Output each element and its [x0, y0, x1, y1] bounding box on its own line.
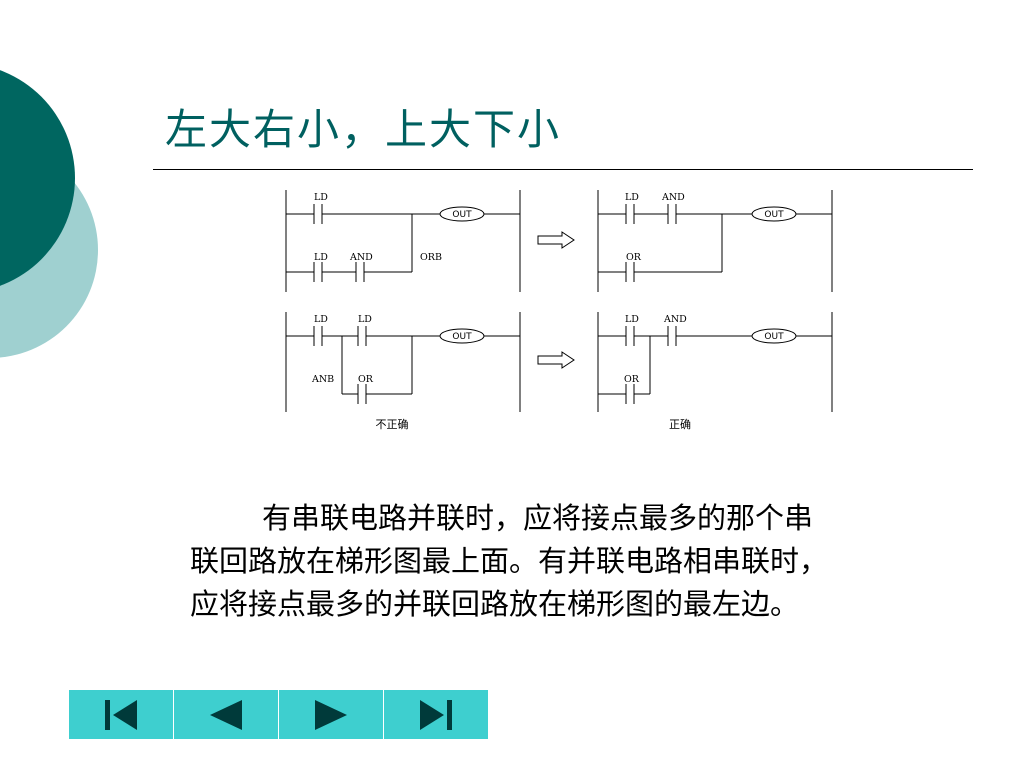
label-out: OUT: [764, 332, 784, 342]
previous-icon: [210, 699, 242, 730]
slide-navigation: [69, 690, 488, 739]
label-out: OUT: [764, 210, 784, 220]
label-ld: LD: [314, 192, 328, 203]
diagram-bottom-left: LD LD ANB OR OUT 不正确: [285, 312, 521, 431]
label-orb: ORB: [420, 252, 442, 263]
body-line-2: 联回路放在梯形图最上面。有并联电路相串联时，: [190, 544, 829, 578]
label-anb: ANB: [311, 374, 334, 385]
contact-ld: [625, 204, 635, 224]
label-or: OR: [624, 374, 640, 385]
contact-ld: [625, 326, 635, 346]
label-and: AND: [663, 314, 687, 325]
contact-or: [625, 262, 635, 282]
label-and: AND: [661, 192, 685, 203]
body-paragraph: 有串联电路并联时，应将接点最多的那个串 联回路放在梯形图最上面。有并联电路相串联…: [190, 497, 960, 626]
label-ld: LD: [358, 314, 372, 325]
label-ld: LD: [625, 314, 639, 325]
first-slide-button[interactable]: [69, 690, 174, 739]
contact-or: [625, 384, 635, 404]
label-ld: LD: [625, 192, 639, 203]
first-icon: [105, 699, 137, 730]
label-or: OR: [626, 252, 642, 263]
contact-and: [667, 326, 677, 346]
label-ld: LD: [314, 252, 328, 263]
ladder-diagram: LD LD AND ORB OUT LD AND OR OUT: [285, 190, 833, 431]
slide-title: 左大右小，上大下小: [165, 105, 562, 154]
next-icon: [315, 699, 347, 730]
label-out: OUT: [452, 332, 472, 342]
body-line-3: 应将接点最多的并联回路放在梯形图的最左边。: [190, 587, 800, 621]
title-divider: [153, 169, 973, 170]
contact-ld: [357, 326, 367, 346]
diagram-top-left: LD LD AND ORB OUT: [285, 190, 521, 292]
contact-or: [357, 384, 367, 404]
contact-and: [667, 204, 677, 224]
transform-arrow: [537, 351, 575, 369]
diagram-top-right: LD AND OR OUT: [597, 190, 833, 292]
contact-and: [355, 262, 365, 282]
previous-slide-button[interactable]: [174, 690, 279, 739]
label-or: OR: [358, 374, 374, 385]
decorative-circles: [0, 70, 98, 358]
label-ld: LD: [314, 314, 328, 325]
contact-ld: [313, 326, 323, 346]
caption-correct: 正确: [669, 418, 691, 431]
last-slide-button[interactable]: [384, 690, 488, 739]
body-line-1: 有串联电路并联时，应将接点最多的那个串: [262, 501, 814, 535]
contact-ld: [313, 262, 323, 282]
next-slide-button[interactable]: [279, 690, 384, 739]
label-out: OUT: [452, 210, 472, 220]
diagram-bottom-right: LD AND OR OUT 正确: [597, 312, 833, 431]
label-and: AND: [349, 252, 373, 263]
last-icon: [420, 699, 452, 730]
contact-ld: [313, 204, 323, 224]
transform-arrow: [537, 231, 575, 249]
caption-wrong: 不正确: [376, 418, 409, 431]
dark-teal-circle: [0, 70, 75, 286]
